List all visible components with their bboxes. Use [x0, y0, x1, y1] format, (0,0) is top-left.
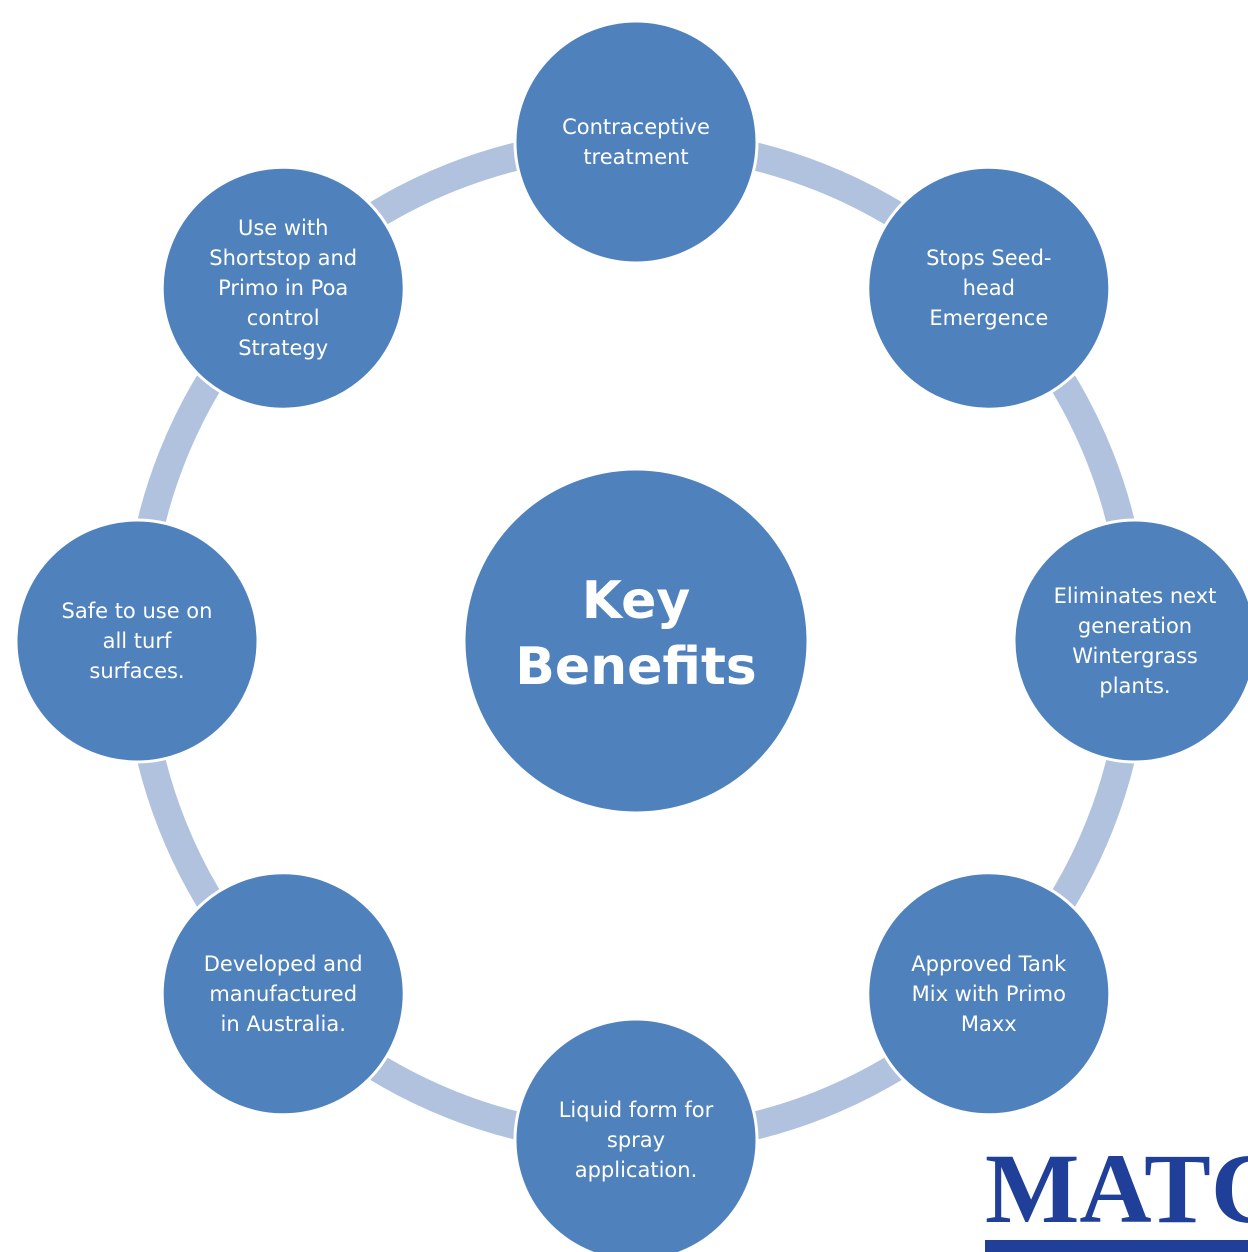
logo-wordmark: MATC [985, 1133, 1248, 1244]
benefit-node-label-line: Strategy [238, 336, 328, 360]
benefit-node-label-line: Mix with Primo [912, 982, 1066, 1006]
benefit-node-liquid-form: Liquid form for spray application. [513, 1017, 759, 1252]
benefit-node-label-line: all turf [103, 629, 172, 653]
benefit-node-developed-australia: Developed and manufactured in Australia. [160, 871, 406, 1117]
benefit-node-label-line: treatment [583, 145, 688, 169]
benefit-node-label-line: Emergence [929, 306, 1048, 330]
benefit-node-label-line: Maxx [961, 1012, 1017, 1036]
benefit-node-circle [14, 518, 260, 764]
benefit-node-label-line: spray [607, 1128, 665, 1152]
center-label-line-1: Key [582, 571, 691, 631]
benefit-node-circle [513, 1017, 759, 1252]
benefit-node-label-line: Wintergrass [1072, 644, 1198, 668]
benefit-node-label-line: Liquid form for [559, 1098, 714, 1122]
benefit-node-circle [866, 165, 1112, 411]
benefit-node-label-line: plants. [1099, 674, 1170, 698]
benefit-node-label-line: Developed and [204, 952, 363, 976]
benefit-node-label-line: Eliminates next [1054, 584, 1217, 608]
brand-logo: MATC [985, 1133, 1248, 1252]
benefit-node-label-line: application. [575, 1158, 698, 1182]
center-node: Key Benefits [462, 467, 810, 815]
benefit-node-label-line: control [247, 306, 320, 330]
benefit-node-label-line: Contraceptive [562, 115, 710, 139]
benefit-node-label-line: Primo in Poa [218, 276, 348, 300]
center-circle [462, 467, 810, 815]
benefit-node-label-line: Safe to use on [62, 599, 213, 623]
benefit-node-safe-turf: Safe to use on all turf surfaces. [14, 518, 260, 764]
benefit-node-label-line: Shortstop and [209, 246, 357, 270]
benefit-node-label-line: generation [1078, 614, 1192, 638]
center-label-line-2: Benefits [515, 637, 757, 697]
benefit-node-circle [160, 165, 406, 411]
benefit-node-label-line: Use with [238, 216, 328, 240]
benefit-node-label-line: in Australia. [221, 1012, 346, 1036]
benefit-node-label-line: Approved Tank [911, 952, 1067, 976]
benefit-node-contraceptive: Contraceptive treatment [513, 19, 759, 265]
logo-underline [985, 1240, 1248, 1252]
benefit-node-label-line: Stops Seed- [926, 246, 1051, 270]
benefit-node-circle [866, 871, 1112, 1117]
benefit-node-label-line: head [963, 276, 1015, 300]
benefit-node-circle [1012, 518, 1248, 764]
benefit-node-label-line: surfaces. [89, 659, 184, 683]
benefit-node-circle [160, 871, 406, 1117]
benefit-node-label-line: manufactured [209, 982, 357, 1006]
benefit-node-circle [513, 19, 759, 265]
